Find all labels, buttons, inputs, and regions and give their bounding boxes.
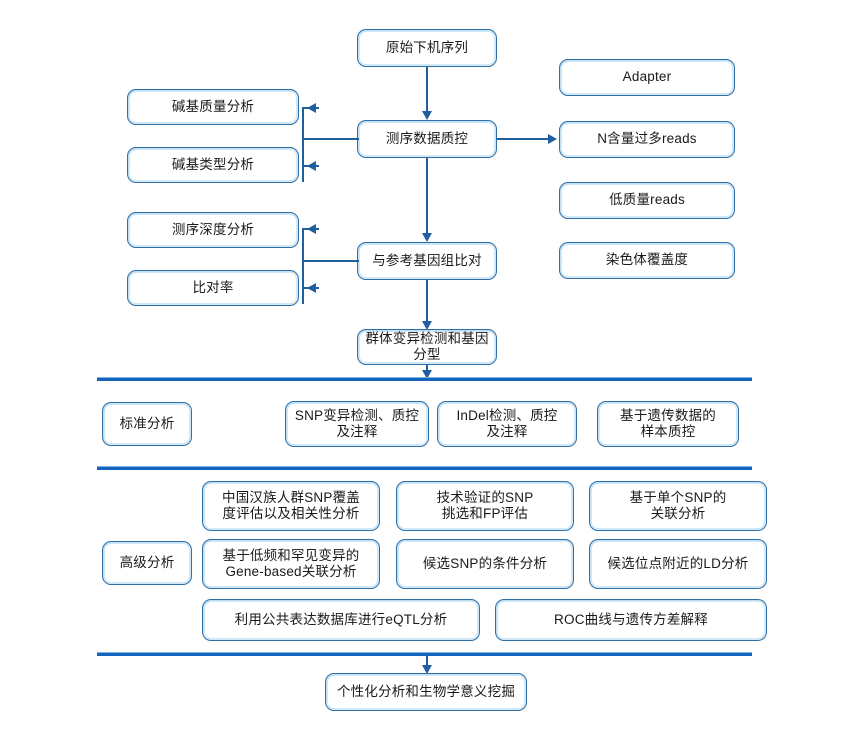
connector-qc-left-stem [302,138,359,140]
divider-standard-top [97,377,752,381]
node-tech-validated-snp-fp[interactable]: 技术验证的SNP 挑选和FP评估 [396,481,574,531]
node-single-snp-association-label: 基于单个SNP的 关联分析 [629,489,727,521]
node-candidate-locus-ld-analysis-label: 候选位点附近的LD分析 [607,555,749,571]
arrow-alignment-to-variant [422,321,432,330]
node-filter-low-quality-reads[interactable]: 低质量reads [559,182,735,219]
node-variant-calling-label: 群体变异检测和基因分型 [365,330,489,362]
arrow-advanced-to-final [422,665,432,674]
arrow-raw-to-qc [422,111,432,120]
node-base-type-analysis[interactable]: 碱基类型分析 [127,147,299,183]
node-depth-analysis-label: 测序深度分析 [171,221,255,237]
arrow-alignment-to-depth [307,224,316,234]
node-alignment-rate[interactable]: 比对率 [127,270,299,306]
node-qc-label: 测序数据质控 [385,130,469,146]
node-candidate-locus-ld-analysis[interactable]: 候选位点附近的LD分析 [589,539,767,589]
node-qc[interactable]: 测序数据质控 [357,120,497,158]
node-public-expression-eqtl-label: 利用公共表达数据库进行eQTL分析 [234,611,448,627]
node-alignment[interactable]: 与参考基因组比对 [357,242,497,280]
arrow-qc-to-base-type [307,161,316,171]
arrow-qc-to-n-reads [548,134,557,144]
connector-qc-to-alignment [426,158,428,236]
connector-alignment-left-stem [302,260,359,262]
connector-alignment-to-variant [426,280,428,325]
node-filter-adapter-label: Adapter [622,69,672,85]
node-filter-n-reads-label: N含量过多reads [597,131,697,147]
arrow-variant-to-standard [422,370,432,379]
node-candidate-snp-conditional-analysis[interactable]: 候选SNP的条件分析 [396,539,574,589]
node-roc-genetic-variance[interactable]: ROC曲线与遗传方差解释 [495,599,767,641]
node-public-expression-eqtl[interactable]: 利用公共表达数据库进行eQTL分析 [202,599,480,641]
connector-qc-left-spine [302,108,304,182]
node-base-quality-analysis-label: 碱基质量分析 [171,98,255,114]
node-snp-calling-qc-annotation[interactable]: SNP变异检测、质控 及注释 [285,401,429,447]
section-label-advanced-text: 高级分析 [119,554,175,570]
node-gene-based-rare-variant-association[interactable]: 基于低频和罕见变异的 Gene-based关联分析 [202,539,380,589]
node-indel-calling-qc-annotation[interactable]: InDel检测、质控 及注释 [437,401,577,447]
node-base-quality-analysis[interactable]: 碱基质量分析 [127,89,299,125]
connector-advanced-to-final [426,655,428,672]
node-chromosome-coverage[interactable]: 染色体覆盖度 [559,242,735,279]
node-indel-calling-qc-annotation-label: InDel检测、质控 及注释 [456,407,558,439]
node-depth-analysis[interactable]: 测序深度分析 [127,212,299,248]
node-filter-low-quality-reads-label: 低质量reads [609,192,685,208]
node-personalized-analysis-label: 个性化分析和生物学意义挖掘 [336,683,516,699]
node-base-type-analysis-label: 碱基类型分析 [171,156,255,172]
node-chromosome-coverage-label: 染色体覆盖度 [605,252,689,268]
node-filter-n-reads[interactable]: N含量过多reads [559,121,735,158]
node-raw-reads[interactable]: 原始下机序列 [357,29,497,67]
node-genetic-data-sample-qc-label: 基于遗传数据的 样本质控 [620,407,716,439]
node-raw-reads-label: 原始下机序列 [385,39,469,55]
connector-alignment-left-spine [302,229,304,304]
node-variant-calling[interactable]: 群体变异检测和基因分型 [357,329,497,365]
node-gene-based-rare-variant-association-label: 基于低频和罕见变异的 Gene-based关联分析 [222,547,360,579]
node-tech-validated-snp-fp-label: 技术验证的SNP 挑选和FP评估 [436,489,534,521]
node-roc-genetic-variance-label: ROC曲线与遗传方差解释 [554,611,708,627]
node-candidate-snp-conditional-analysis-label: 候选SNP的条件分析 [422,555,548,571]
connector-qc-to-n-reads [497,138,551,140]
arrow-qc-to-base-quality [307,103,316,113]
node-single-snp-association[interactable]: 基于单个SNP的 关联分析 [589,481,767,531]
node-alignment-label: 与参考基因组比对 [372,252,482,268]
node-alignment-rate-label: 比对率 [192,279,234,295]
section-label-standard[interactable]: 标准分析 [102,402,192,446]
divider-advanced-bottom [97,652,752,656]
node-han-snp-coverage-correlation[interactable]: 中国汉族人群SNP覆盖 度评估以及相关性分析 [202,481,380,531]
node-personalized-analysis[interactable]: 个性化分析和生物学意义挖掘 [325,673,527,711]
node-han-snp-coverage-correlation-label: 中国汉族人群SNP覆盖 度评估以及相关性分析 [222,489,360,521]
arrow-qc-to-alignment [422,233,432,242]
node-snp-calling-qc-annotation-label: SNP变异检测、质控 及注释 [294,407,420,439]
section-label-standard-text: 标准分析 [119,415,175,431]
arrow-alignment-to-rate [307,283,316,293]
node-genetic-data-sample-qc[interactable]: 基于遗传数据的 样本质控 [597,401,739,447]
divider-standard-bottom [97,466,752,470]
connector-raw-to-qc [426,67,428,114]
node-filter-adapter[interactable]: Adapter [559,59,735,96]
section-label-advanced[interactable]: 高级分析 [102,541,192,585]
